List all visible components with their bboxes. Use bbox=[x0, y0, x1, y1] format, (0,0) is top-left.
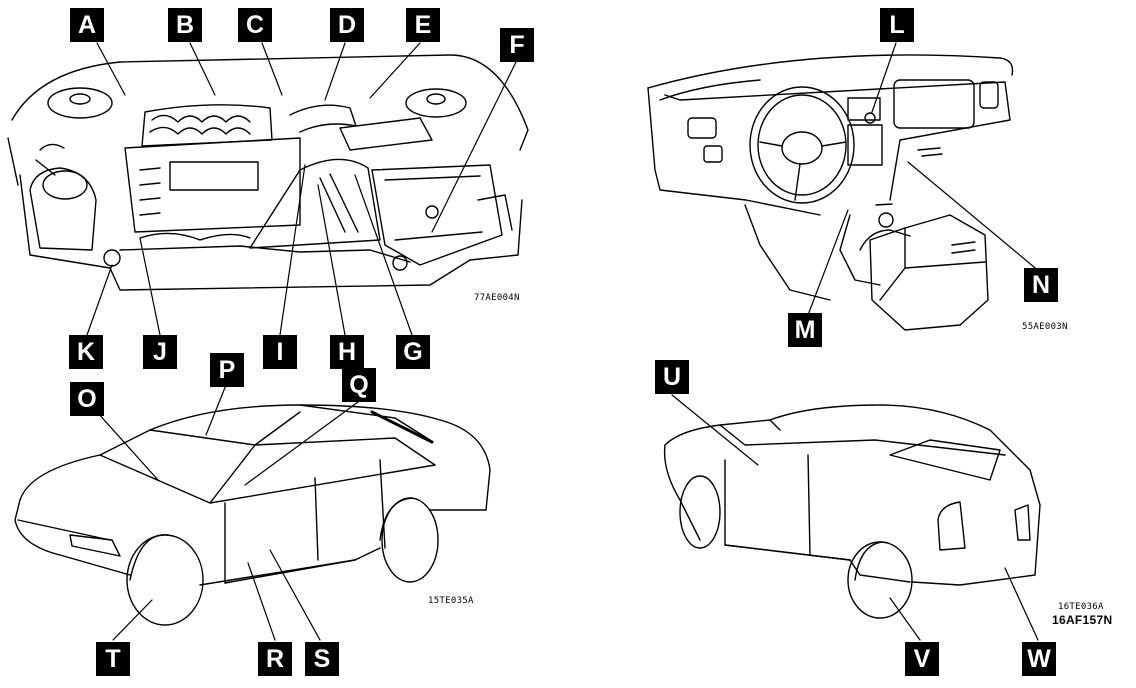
callout-i: I bbox=[263, 335, 297, 369]
figure-code-engine: 77AE004N bbox=[474, 293, 520, 303]
engine-bay-illustration bbox=[7, 54, 529, 291]
callout-f: F bbox=[500, 28, 534, 62]
callout-m: M bbox=[788, 313, 822, 347]
callout-d: D bbox=[330, 8, 364, 42]
car-rear-view-illustration bbox=[663, 404, 1041, 619]
callout-h: H bbox=[330, 335, 364, 369]
callout-v: V bbox=[905, 642, 939, 676]
engine-leader-lines bbox=[86, 42, 518, 336]
callout-w: W bbox=[1022, 642, 1056, 676]
callout-r: R bbox=[258, 642, 292, 676]
callout-p: P bbox=[210, 353, 244, 387]
dashboard-leader-lines bbox=[807, 42, 1041, 316]
car-front-view-illustration bbox=[14, 404, 491, 626]
figure-code-dashboard: 55AE003N bbox=[1022, 322, 1068, 332]
car-front-leader-lines bbox=[96, 384, 359, 641]
callout-u: U bbox=[655, 360, 689, 394]
car-rear-leader-lines bbox=[671, 394, 1039, 641]
callout-e: E bbox=[406, 8, 440, 42]
callout-a: A bbox=[70, 8, 104, 42]
callout-k: K bbox=[69, 335, 103, 369]
figure-code-car-rear: 16TE036A bbox=[1058, 602, 1104, 612]
figure-code-page: 16AF157N bbox=[1052, 613, 1113, 627]
callout-b: B bbox=[168, 8, 202, 42]
callout-c: C bbox=[238, 8, 272, 42]
figure-code-car-front: 15TE035A bbox=[428, 596, 474, 606]
callout-s: S bbox=[305, 642, 339, 676]
callout-t: T bbox=[96, 642, 130, 676]
callout-q: Q bbox=[342, 368, 376, 402]
callout-o: O bbox=[70, 382, 104, 416]
dashboard-illustration bbox=[647, 54, 1014, 331]
callout-j: J bbox=[143, 335, 177, 369]
callout-n: N bbox=[1024, 268, 1058, 302]
callout-g: G bbox=[396, 335, 430, 369]
callout-l: L bbox=[880, 8, 914, 42]
